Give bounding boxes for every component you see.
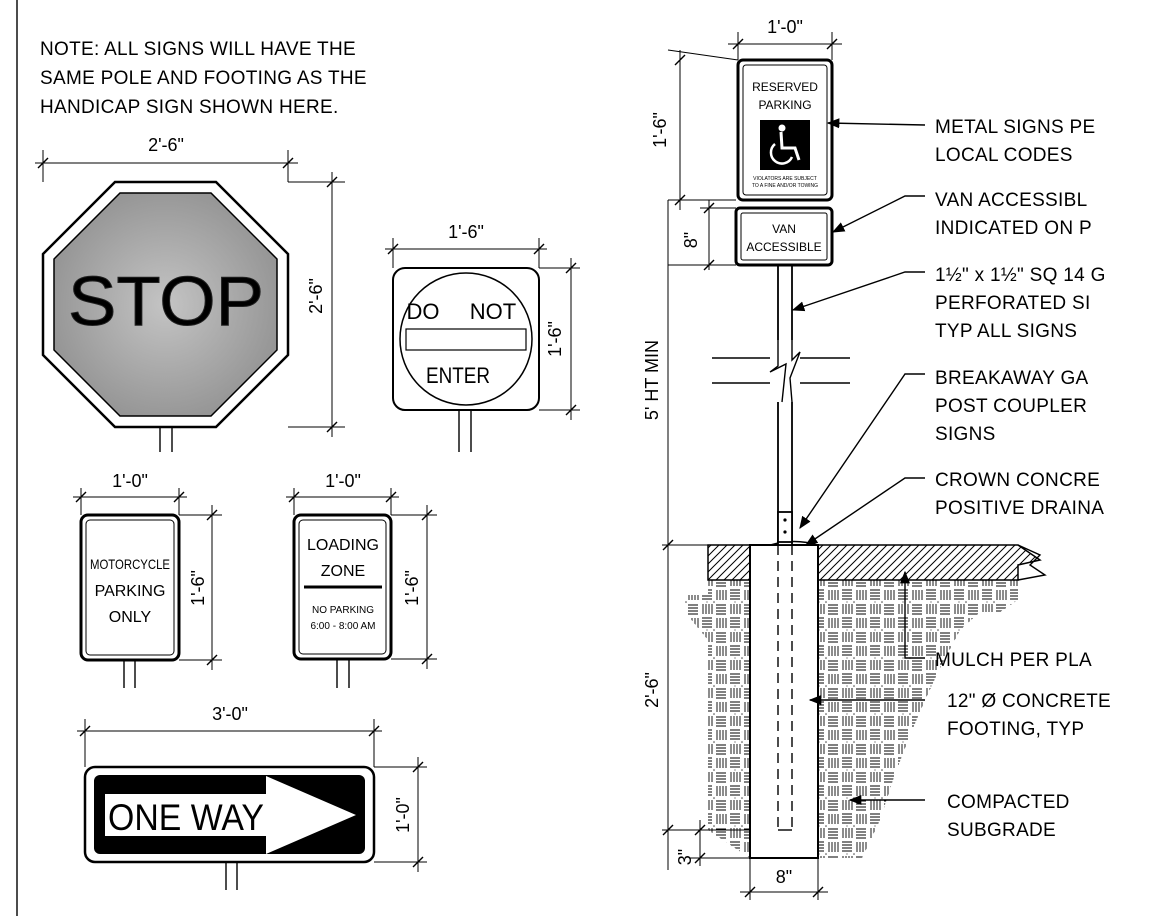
- moto-line-2: PARKING: [95, 583, 166, 600]
- stop-height-label: 2'-6": [306, 278, 326, 314]
- callout-7-line-1: 12" Ø CONCRETE: [947, 691, 1111, 712]
- callout-7-line-2: FOOTING, TYP: [947, 719, 1084, 740]
- van-line-2: ACCESSIBLE: [746, 240, 821, 254]
- callout-6-line-1: MULCH PER PLA: [935, 650, 1092, 671]
- motorcycle-parking-sign: MOTORCYCLE PARKING ONLY 1'-0" 1'-6": [73, 471, 222, 688]
- detail-pole-height-label: 5' HT MIN: [642, 340, 662, 420]
- callout-1-line-2: LOCAL CODES: [935, 145, 1073, 166]
- reserved-line-1: RESERVED: [752, 80, 818, 94]
- van-line-1: VAN: [772, 222, 796, 236]
- callout-8-line-2: SUBGRADE: [947, 820, 1056, 841]
- stop-sign-text: STOP: [68, 262, 264, 340]
- callout-4-line-1: BREAKAWAY GA: [935, 368, 1089, 389]
- sign-post-detail: RESERVED PARKING VIOLATORS ARE SUBJECT T…: [642, 17, 1047, 900]
- one-way-text: ONE WAY: [108, 797, 264, 838]
- detail-van-height-label: 8": [681, 232, 701, 248]
- callout-3-line-1: 1½" x 1½" SQ 14 G: [935, 265, 1106, 286]
- breakaway-coupler: [777, 511, 793, 543]
- do-not-enter-sign: DO NOT ENTER 1'-6" 1'-6": [385, 222, 580, 452]
- concrete-footing: [749, 544, 819, 859]
- callouts: METAL SIGNS PE LOCAL CODES VAN ACCESSIBL…: [791, 117, 1111, 841]
- stop-width-label: 2'-6": [148, 135, 184, 155]
- reserved-line-2: PARKING: [758, 98, 811, 112]
- callout-5-line-2: POSITIVE DRAINA: [935, 498, 1104, 519]
- one-way-height-label: 1'-0": [393, 797, 413, 833]
- moto-line-3: ONLY: [109, 609, 152, 626]
- callout-8-line-1: COMPACTED: [947, 792, 1070, 813]
- detail-base-label: 3": [675, 849, 695, 865]
- dne-do: DO: [407, 299, 440, 324]
- moto-width-label: 1'-0": [112, 471, 148, 491]
- dne-not: NOT: [470, 299, 516, 324]
- loading-width-label: 1'-0": [325, 471, 361, 491]
- moto-height-label: 1'-6": [188, 570, 208, 606]
- detail-sign-width-label: 1'-0": [767, 17, 803, 37]
- violators-line-1: VIOLATORS ARE SUBJECT: [753, 176, 817, 182]
- slab-right: [817, 544, 1042, 581]
- one-way-width-label: 3'-0": [212, 704, 248, 724]
- callout-4-line-3: SIGNS: [935, 424, 996, 445]
- note-line-2: SAME POLE AND FOOTING AS THE: [40, 68, 367, 89]
- detail-sign-height-label: 1'-6": [650, 112, 670, 148]
- loading-line-1: LOADING: [307, 537, 379, 554]
- callout-5-line-1: CROWN CONCRE: [935, 470, 1100, 491]
- callout-3-line-2: PERFORATED SI: [935, 293, 1091, 314]
- stop-sign: STOP 2'-6" 2'-6": [35, 135, 345, 452]
- callout-2-line-1: VAN ACCESSIBL: [935, 190, 1087, 211]
- detail-footing-width-label: 8": [776, 867, 792, 887]
- note-line-3: HANDICAP SIGN SHOWN HERE.: [40, 97, 339, 118]
- note-line-1: NOTE: ALL SIGNS WILL HAVE THE: [40, 39, 356, 60]
- detail-footing-depth-label: 2'-6": [642, 672, 662, 708]
- loading-line-4: 6:00 - 8:00 AM: [310, 621, 375, 632]
- callout-1-line-1: METAL SIGNS PE: [935, 117, 1095, 138]
- loading-line-3: NO PARKING: [312, 605, 374, 616]
- loading-height-label: 1'-6": [402, 570, 422, 606]
- violators-line-2: TO A FINE AND/OR TOWING: [752, 183, 818, 189]
- moto-line-1: MOTORCYCLE: [90, 556, 170, 572]
- loading-zone-sign: LOADING ZONE NO PARKING 6:00 - 8:00 AM 1…: [286, 471, 437, 688]
- callout-4-line-2: POST COUPLER: [935, 396, 1087, 417]
- dne-height-label: 1'-6": [545, 321, 565, 357]
- callout-2-line-2: INDICATED ON P: [935, 218, 1092, 239]
- one-way-sign: ONE WAY 3'-0" 1'-0": [77, 704, 427, 890]
- sign-post: [777, 264, 793, 546]
- dne-width-label: 1'-6": [448, 222, 484, 242]
- callout-3-line-3: TYP ALL SIGNS: [935, 321, 1077, 342]
- general-note: NOTE: ALL SIGNS WILL HAVE THE SAME POLE …: [40, 39, 367, 118]
- dne-enter: ENTER: [426, 363, 490, 388]
- loading-line-2: ZONE: [321, 563, 365, 580]
